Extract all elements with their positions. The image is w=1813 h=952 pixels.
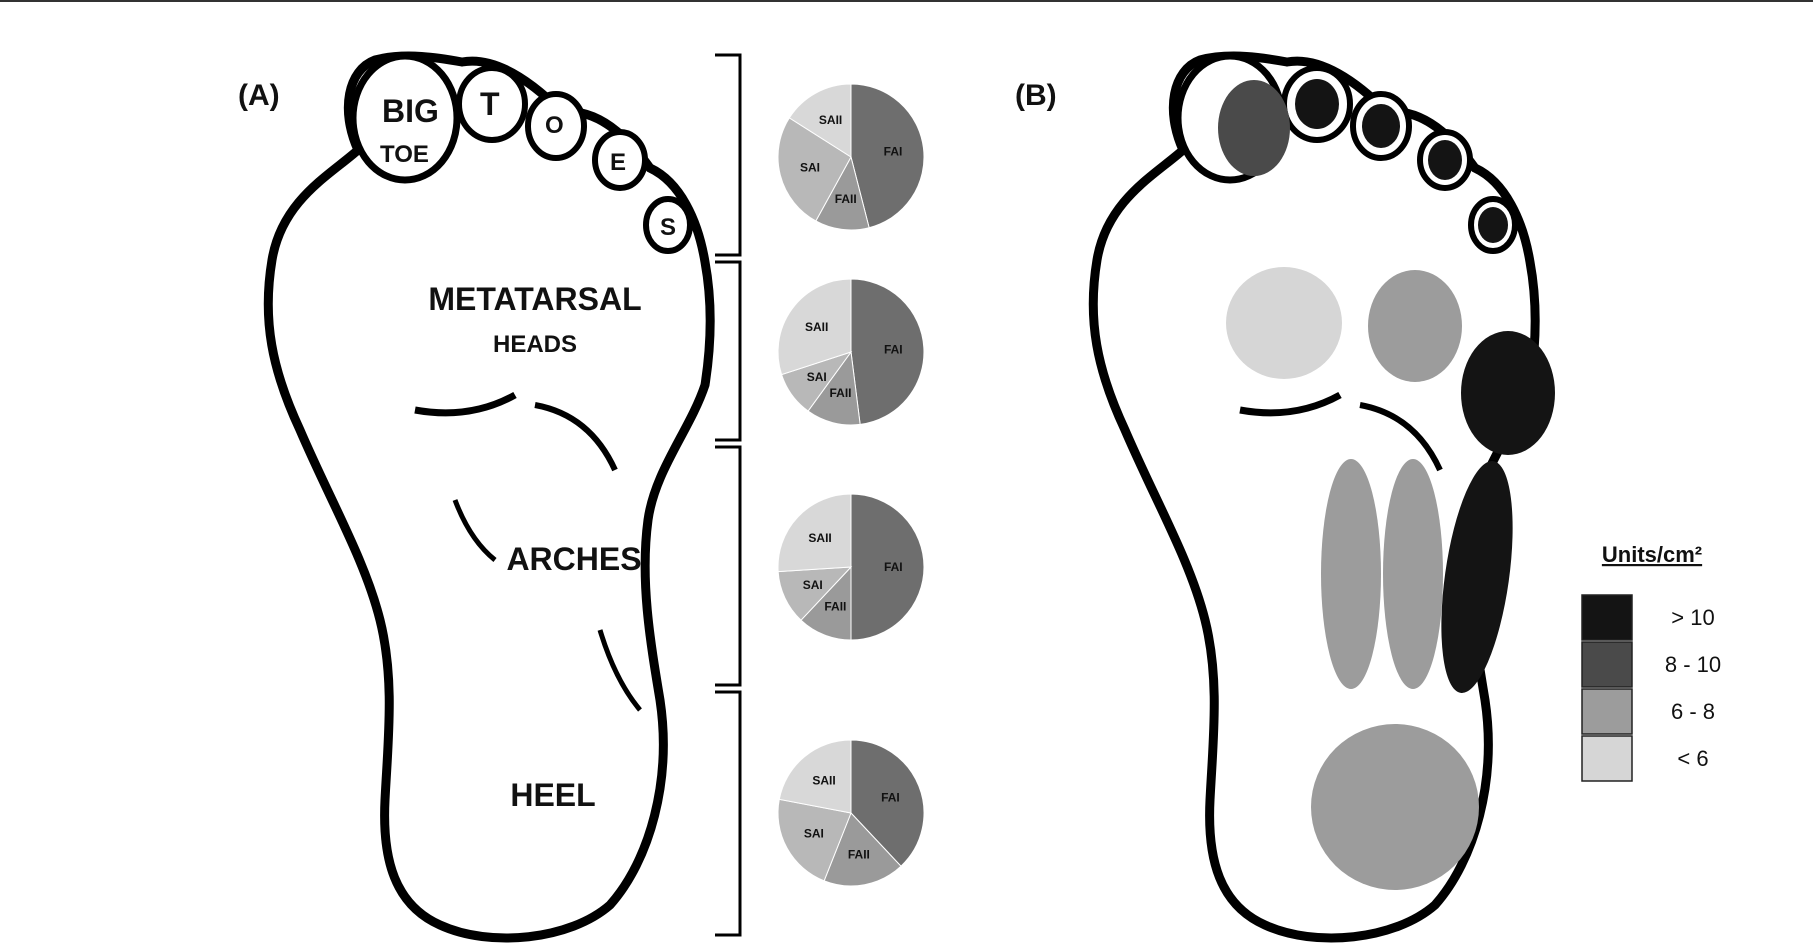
- bracket-arches: [715, 445, 742, 687]
- arches-label: ARCHES: [506, 541, 641, 577]
- big-toe-label-2: TOE: [380, 141, 429, 168]
- zone-toe-3: [1362, 104, 1400, 148]
- legend-swatch-2: [1581, 641, 1633, 688]
- big-toe-shape: [349, 52, 461, 184]
- legend-label-2: 8 - 10: [1665, 652, 1721, 677]
- metatarsal-label-2: HEADS: [493, 331, 577, 358]
- region-brackets: [715, 53, 742, 937]
- toes-letter-s: S: [660, 214, 676, 241]
- big-toe-label-1: BIG: [382, 93, 439, 129]
- pie-1-slice-fai: [850, 83, 925, 229]
- heel-label: HEEL: [510, 777, 595, 813]
- legend-title: Units/cm²: [1602, 542, 1702, 567]
- legend-label-3: 6 - 8: [1671, 699, 1715, 724]
- zone-toe-2: [1295, 79, 1339, 129]
- toe-2-shape: [456, 65, 528, 143]
- toes-letter-t: T: [480, 86, 500, 122]
- pie-1-label-saii: SAII: [819, 113, 842, 127]
- legend-swatch-1: [1581, 594, 1633, 641]
- density-legend: Units/cm² > 10 8 - 10 6 - 8 < 6: [1581, 542, 1721, 782]
- pie-4-label-saii: SAII: [812, 773, 835, 787]
- bracket-metatarsal: [715, 260, 742, 442]
- crease-medial: [414, 391, 517, 417]
- pie-2-label-fai: FAI: [884, 342, 903, 356]
- legend-swatch-4: [1581, 735, 1633, 782]
- zone-heel: [1311, 724, 1479, 890]
- toe-5-shape: [643, 196, 693, 254]
- toe-3-shape: [525, 91, 587, 161]
- pie-1-label-fai: FAI: [884, 145, 903, 159]
- panel-b-label: (B): [1015, 79, 1057, 112]
- legend-items: > 10 8 - 10 6 - 8 < 6: [1581, 594, 1721, 782]
- density-zones: [1218, 79, 1555, 890]
- zone-medial-arch: [1321, 459, 1381, 689]
- zone-central-metatarsal: [1368, 270, 1462, 382]
- zone-medial-metatarsal: [1226, 267, 1342, 379]
- foot-outline-a: [268, 56, 710, 938]
- pie-4-slice-saii: [778, 739, 852, 814]
- pie-4-slice-fai: [850, 739, 925, 867]
- legend-swatch-3: [1581, 688, 1633, 735]
- afferent-pie-charts: FAIFAIISAISAIIFAIFAIISAISAIIFAIFAIISAISA…: [777, 83, 925, 887]
- bracket-toes: [715, 53, 742, 257]
- pie-2-label-saii: SAII: [805, 320, 828, 334]
- metatarsal-label-1: METATARSAL: [428, 281, 641, 317]
- toes-letter-e: E: [610, 149, 626, 176]
- zone-toe-4: [1428, 140, 1462, 180]
- pie-1: FAI FAII SAI SAII: [777, 83, 925, 231]
- panel-a-label: (A): [238, 79, 280, 112]
- pie-2-label-faii: FAII: [829, 386, 851, 400]
- zone-big-toe: [1218, 80, 1290, 176]
- zone-toe-5: [1478, 207, 1508, 243]
- pie-4-label-fai: FAI: [881, 790, 900, 804]
- legend-label-1: > 10: [1671, 605, 1714, 630]
- zone-lateral-arch: [1441, 461, 1513, 693]
- zone-lateral-metatarsal: [1461, 331, 1555, 455]
- zone-central-arch: [1383, 459, 1443, 689]
- bracket-heel: [715, 690, 742, 937]
- toe-4-shape: [592, 129, 648, 191]
- pie-4-label-sai: SAI: [804, 826, 824, 840]
- pie-4-slice-faii: [823, 812, 902, 887]
- pie-3-label-sai: SAI: [803, 578, 823, 592]
- pie-4: FAI FAII SAI SAII: [777, 739, 925, 887]
- pie-3-label-fai: FAI: [884, 560, 903, 574]
- pie-1-slice-sai: [777, 117, 852, 222]
- pie-1-label-faii: FAII: [835, 192, 857, 206]
- crease-lateral: [534, 402, 618, 472]
- pie-1-label-sai: SAI: [800, 161, 820, 175]
- pie-4-label-faii: FAII: [848, 848, 870, 862]
- pie-3-label-faii: FAII: [824, 599, 846, 613]
- pie-2-slice-fai: [850, 278, 925, 425]
- toes-letter-o: O: [545, 112, 564, 139]
- legend-label-4: < 6: [1677, 746, 1708, 771]
- pie-2-slice-saii: [777, 278, 852, 376]
- pie-3-slice-saii: [777, 493, 852, 573]
- pie-3-label-saii: SAII: [808, 531, 831, 545]
- arch-shade: [452, 499, 497, 562]
- lateral-shade: [597, 629, 642, 712]
- pie-4-slice-sai: [777, 798, 852, 882]
- pie-1-slice-saii: [788, 83, 852, 158]
- pie-3-slice-fai: [850, 493, 925, 641]
- pie-2-label-sai: SAI: [807, 370, 827, 384]
